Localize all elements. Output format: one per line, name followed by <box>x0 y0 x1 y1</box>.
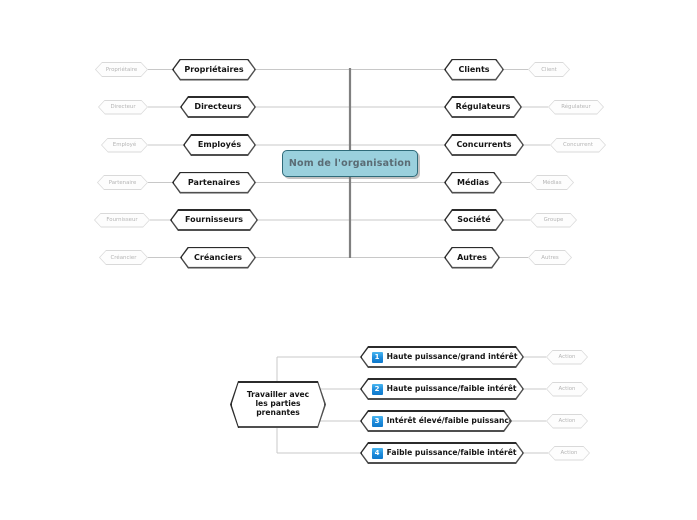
ghost-label: Action <box>558 354 576 360</box>
lower-root-line2: les parties <box>255 399 301 409</box>
branch-node-employes[interactable]: Employés <box>183 134 256 156</box>
ghost-label: Client <box>541 66 557 73</box>
ghost-label: Médias <box>542 179 562 186</box>
ghost-node-action-3[interactable]: Action <box>546 414 588 429</box>
ghost-node-left-0[interactable]: Propriétaire <box>95 62 148 77</box>
ghost-label: Autres <box>541 254 559 261</box>
ghost-node-left-1[interactable]: Directeur <box>98 100 148 115</box>
ghost-node-action-1[interactable]: Action <box>546 350 588 365</box>
ghost-label: Groupe <box>543 217 564 223</box>
branch-node-fournisseurs[interactable]: Fournisseurs <box>170 209 258 231</box>
lower-item-4[interactable]: 4 Faible puissance/faible intérêt <box>360 442 524 464</box>
central-node-label: Nom de l'organisation <box>288 158 412 169</box>
ghost-node-action-2[interactable]: Action <box>546 382 588 397</box>
branch-label: Clients <box>458 64 490 74</box>
ghost-label: Directeur <box>110 104 136 110</box>
branch-label: Partenaires <box>187 177 241 187</box>
ghost-label: Créancier <box>110 254 137 261</box>
ghost-label: Action <box>560 450 578 456</box>
lower-item-label: Intérêt élevé/faible puissance <box>386 415 515 425</box>
ghost-node-left-3[interactable]: Partenaire <box>97 175 148 190</box>
branch-label: Concurrents <box>456 140 512 150</box>
branch-node-medias[interactable]: Médias <box>444 172 502 194</box>
badge-number-icon: 3 <box>372 416 383 427</box>
branch-label: Propriétaires <box>184 64 244 74</box>
ghost-node-right-2[interactable]: Concurrent <box>550 138 606 153</box>
ghost-node-right-0[interactable]: Client <box>528 62 570 77</box>
branch-label: Directeurs <box>194 102 242 112</box>
branch-label: Autres <box>457 252 487 262</box>
branch-label: Société <box>457 215 491 225</box>
branch-label: Fournisseurs <box>184 215 244 225</box>
branch-label: Créanciers <box>194 252 242 262</box>
ghost-label: Propriétaire <box>105 66 138 73</box>
central-node-organisation[interactable]: Nom de l'organisation <box>282 150 418 177</box>
ghost-label: Régulateur <box>561 104 591 110</box>
ghost-node-left-4[interactable]: Fournisseur <box>94 213 150 228</box>
lower-root-line1: Travailler avec <box>246 390 310 400</box>
ghost-node-right-5[interactable]: Autres <box>528 250 572 265</box>
ghost-node-right-3[interactable]: Médias <box>530 175 574 190</box>
ghost-label: Action <box>558 386 576 392</box>
lower-item-label: Haute puissance/grand intérêt <box>386 351 518 361</box>
ghost-label: Employé <box>112 142 137 148</box>
branch-label: Employés <box>197 140 242 150</box>
ghost-node-right-4[interactable]: Groupe <box>530 213 577 228</box>
branch-label: Régulateurs <box>455 102 511 112</box>
badge-number-icon: 2 <box>372 384 383 395</box>
ghost-label: Concurrent <box>563 142 593 148</box>
ghost-label: Partenaire <box>108 179 137 186</box>
branch-node-creanciers[interactable]: Créanciers <box>180 247 256 269</box>
lower-root-node[interactable]: Travailler avec les parties prenantes <box>230 381 326 428</box>
lower-item-2[interactable]: 2 Haute puissance/faible intérêt <box>360 378 524 400</box>
branch-node-societe[interactable]: Société <box>444 209 504 231</box>
ghost-node-right-1[interactable]: Régulateur <box>548 100 604 115</box>
lower-root-line3: prenantes <box>256 407 300 417</box>
ghost-node-left-5[interactable]: Créancier <box>99 250 148 265</box>
branch-node-concurrents[interactable]: Concurrents <box>444 134 524 156</box>
branch-node-partenaires[interactable]: Partenaires <box>172 172 256 194</box>
lower-item-label: Faible puissance/faible intérêt <box>386 447 517 457</box>
lower-item-3[interactable]: 3 Intérêt élevé/faible puissance <box>360 410 512 432</box>
ghost-node-left-2[interactable]: Employé <box>101 138 148 153</box>
ghost-label: Action <box>558 418 576 424</box>
branch-node-autres[interactable]: Autres <box>444 247 500 269</box>
branch-node-clients[interactable]: Clients <box>444 59 504 81</box>
branch-node-proprietaires[interactable]: Propriétaires <box>172 59 256 81</box>
badge-number-icon: 4 <box>372 448 383 459</box>
branch-node-directeurs[interactable]: Directeurs <box>180 96 256 118</box>
lower-item-1[interactable]: 1 Haute puissance/grand intérêt <box>360 346 524 368</box>
branch-label: Médias <box>456 177 489 187</box>
badge-number-icon: 1 <box>372 352 383 363</box>
ghost-node-action-4[interactable]: Action <box>548 446 590 461</box>
lower-item-label: Haute puissance/faible intérêt <box>386 383 517 393</box>
ghost-label: Fournisseur <box>106 217 138 223</box>
branch-node-regulateurs[interactable]: Régulateurs <box>444 96 522 118</box>
